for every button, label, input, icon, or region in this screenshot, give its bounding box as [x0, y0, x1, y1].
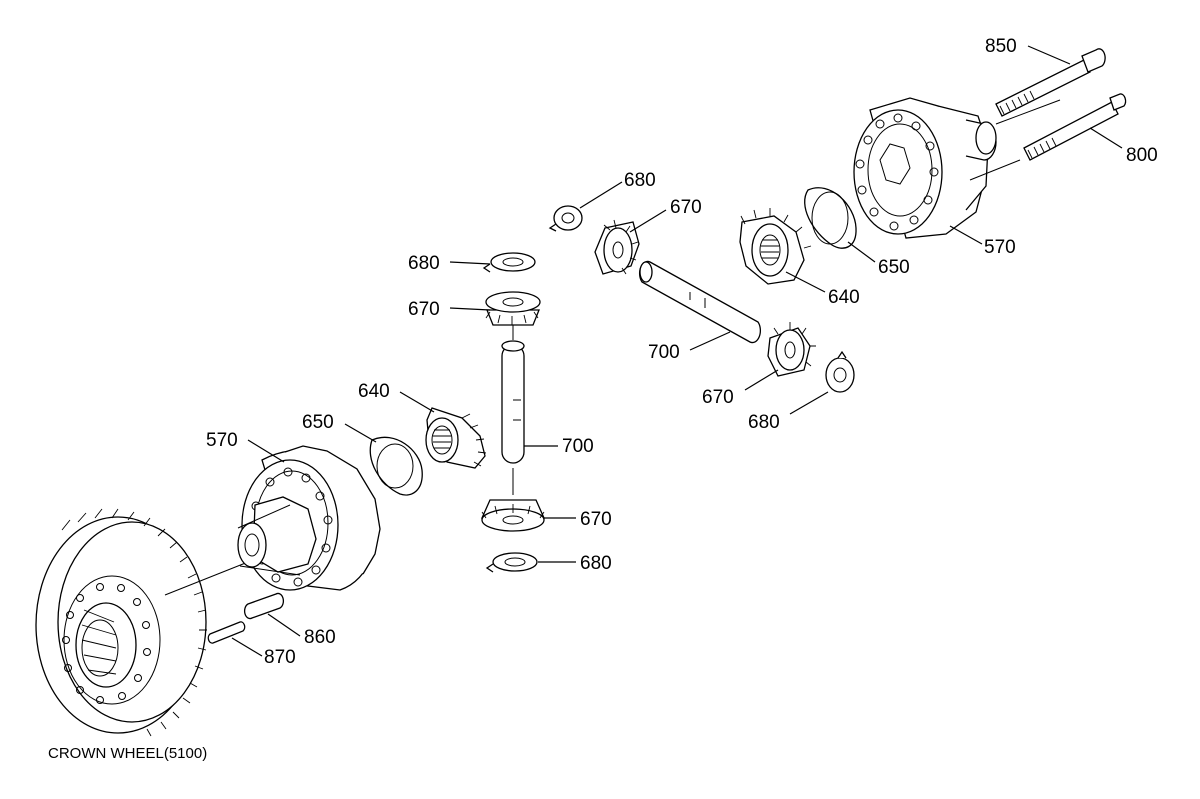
thrust-washer-680-right-upper — [548, 205, 583, 232]
pinion-shaft-700-right — [639, 260, 761, 344]
pinion-gear-670-right-upper — [594, 219, 640, 275]
callout-850: 850 — [985, 36, 1017, 57]
callout-670-right-lower: 670 — [702, 387, 734, 408]
callout-670-top: 670 — [670, 197, 702, 218]
pinion-gear-670-right-lower — [767, 322, 816, 377]
pinion-gear-670-left-upper — [485, 291, 541, 326]
crown-wheel-caption: CROWN WHEEL(5100) — [48, 745, 207, 762]
callout-700-left: 700 — [562, 436, 594, 457]
callout-670-left: 670 — [408, 299, 440, 320]
thrust-washer-650-left — [369, 436, 423, 496]
pinion-shaft-700-left — [501, 325, 525, 495]
thrust-washer-680-right-lower — [825, 350, 855, 393]
leader-lines — [231, 45, 1123, 657]
callout-680-top: 680 — [624, 170, 656, 191]
pin-870 — [207, 621, 246, 644]
callout-700-right: 700 — [648, 342, 680, 363]
callout-640-right: 640 — [828, 287, 860, 308]
callout-680-right-lower: 680 — [748, 412, 780, 433]
thrust-washer-680-left-upper — [482, 252, 536, 273]
callout-860: 860 — [304, 627, 336, 648]
callout-570-left: 570 — [206, 430, 238, 451]
thrust-washer-650-right — [804, 187, 857, 249]
callout-670-left-lower: 670 — [580, 509, 612, 530]
differential-case-left — [237, 445, 381, 591]
callout-680-left: 680 — [408, 253, 440, 274]
pinion-gear-670-left-lower — [480, 499, 546, 532]
callout-800: 800 — [1126, 145, 1158, 166]
crown-wheel — [35, 508, 249, 737]
side-gear-640-right — [739, 208, 812, 285]
callout-680-left-lower: 680 — [580, 553, 612, 574]
callout-640-left: 640 — [358, 381, 390, 402]
callout-650-left: 650 — [302, 412, 334, 433]
side-gear-640-left — [425, 407, 487, 469]
callout-870: 870 — [264, 647, 296, 668]
callout-570-right: 570 — [984, 237, 1016, 258]
pin-860 — [243, 592, 285, 620]
callout-650-right: 650 — [878, 257, 910, 278]
bolt-800 — [1023, 93, 1127, 161]
differential-case-right — [853, 97, 1061, 239]
bolt-850 — [995, 48, 1106, 117]
thrust-washer-680-left-lower — [485, 552, 538, 573]
